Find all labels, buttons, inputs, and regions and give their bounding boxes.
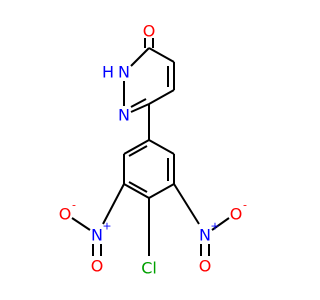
bond-ph-4 [123,183,150,199]
bond-nh-c3 [130,47,150,67]
atom-nh-n: N [118,63,130,82]
atom-cl: Cl [141,259,157,278]
charge-nitro-right-n: + [210,220,219,233]
bond-ph-nitro-right [173,183,200,225]
charge-nitro-left-o-top: - [72,199,76,212]
molecule-structure: O N H N Cl N + O - O N + O - O [59,22,247,278]
bond-c6-n-inner [130,98,147,108]
atom-n-ring: N [118,106,130,125]
atom-nitro-right-o-bottom: O [199,257,212,276]
atom-nitro-right-o-top: O [230,205,243,224]
atom-nitro-left-o-top: O [59,205,72,224]
bond-c5-c6 [148,89,175,105]
bond-ph-6-inner [128,145,148,157]
atom-o-carbonyl: O [143,22,156,41]
bond-layer [71,38,230,256]
bond-c3-c4 [148,47,175,63]
bond-ph-1 [148,139,175,155]
atom-nitro-right-n: N [199,226,211,245]
bond-nitro-left-o-top [71,217,91,231]
atom-nh-h: H [102,63,114,82]
bond-ph-nitro-left [102,183,125,225]
atom-nitro-left-o-bottom: O [91,257,104,276]
atom-nitro-left-n: N [91,226,103,245]
bond-nitro-right-o-top [211,217,230,231]
bond-ph-6 [123,139,150,155]
charge-nitro-right-o-top: - [243,199,247,212]
bond-ph-4-inner [128,181,148,193]
charge-nitro-left-n: + [102,220,111,233]
bond-c6-n-part1 [130,103,150,113]
atom-label-layer: O N H N Cl N + O - O N + O - O [59,22,247,278]
bond-ph-3 [148,183,175,199]
